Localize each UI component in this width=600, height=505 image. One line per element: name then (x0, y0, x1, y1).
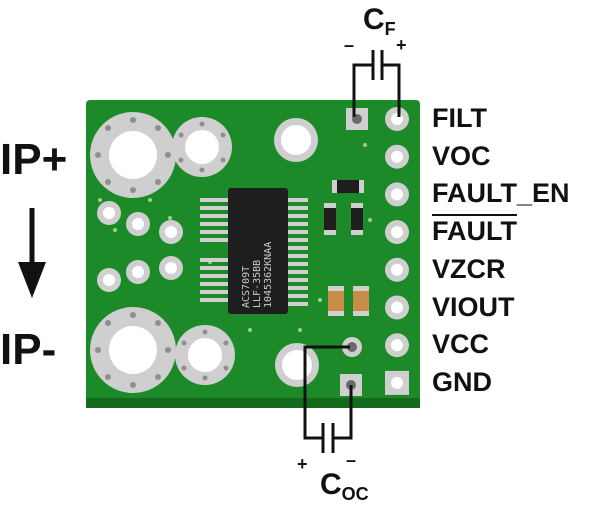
header-pin-hole (391, 226, 403, 239)
pin-label-vcc: VCC (432, 329, 490, 360)
cap-oc-sub: OC (341, 484, 369, 504)
header-pin-hole (391, 339, 403, 352)
cap-oc-plus: + (297, 454, 308, 474)
pin-label-filt: FILT (432, 103, 487, 133)
pin-label-fault-en: FAULT_EN (432, 178, 570, 209)
ip-minus-label: IP- (0, 325, 57, 374)
cap-filt-plus: + (396, 35, 407, 55)
cap-filt-minus: – (344, 35, 355, 55)
cap-filt-name: C (363, 3, 385, 36)
pin-label-fault: FAULT (432, 216, 517, 247)
header-pin-hole (391, 150, 403, 163)
cap-filt-symbol (352, 50, 401, 117)
cap-oc-symbol (303, 345, 353, 453)
ip-plus-label: IP+ (0, 135, 68, 184)
smd-components (324, 180, 369, 316)
arrow-down-icon (18, 208, 46, 298)
header-pin-hole (391, 376, 403, 389)
header-pin-hole (391, 301, 403, 314)
chip-marking: ACS709T LLF-35BB 1045362KNAA (241, 242, 274, 308)
ic-chip (228, 188, 288, 314)
small-terminal-pads (97, 201, 183, 292)
header-pin-hole (391, 263, 403, 276)
cap-oc-label: COC (320, 468, 369, 504)
terminal-ip-minus (90, 307, 235, 393)
cap-filt-sub: F (384, 19, 396, 39)
chip-line: ACS709T (241, 265, 252, 308)
header-pins (385, 107, 409, 395)
pin-label-vzcr: VZCR (432, 253, 506, 284)
ic-leads (200, 198, 308, 306)
header-pin-hole (391, 188, 403, 201)
pin-label-gnd: GND (432, 366, 492, 397)
pin-label-voc: VOC (432, 140, 491, 171)
cap-filt-label: CF (363, 3, 396, 39)
terminal-ip-plus (90, 112, 232, 198)
chip-line: 1045362KNAA (263, 241, 274, 308)
chip-line: LLF-35BB (252, 259, 263, 308)
pin-label-viout: VIOUT (432, 291, 515, 322)
header-pin-hole (391, 113, 403, 125)
pcb-board-edge (86, 398, 420, 408)
cap-oc-minus: – (346, 450, 357, 470)
cap-oc-name: C (320, 468, 342, 501)
